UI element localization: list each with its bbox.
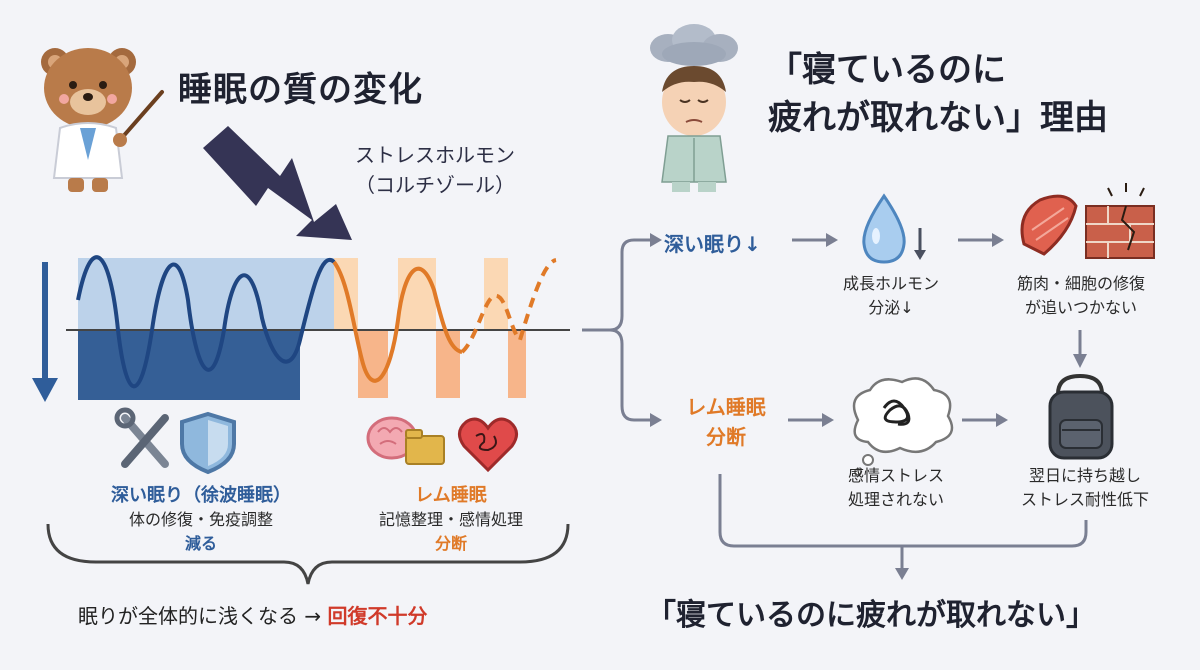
flow-rem-sleep: レム睡眠 分断 — [664, 392, 788, 452]
rem-sleep-title: レム睡眠 — [415, 485, 487, 506]
right-title: 「寝ているのに 疲れが取れない」理由 — [768, 46, 1108, 142]
sleep-wave-chart — [66, 255, 570, 400]
emotion-line-2: 処理されない — [847, 490, 944, 509]
deep-sleep-label: 深い眠り（徐波睡眠） 体の修復・免疫調整 減る — [66, 484, 336, 556]
broken-brick-icon — [1085, 183, 1155, 259]
wrench-icon — [114, 407, 169, 468]
summary-brace — [46, 523, 570, 585]
muscle-icon — [1020, 194, 1078, 256]
emotion-line-1: 感情ストレス — [847, 466, 944, 485]
summary-result: 回復不十分 — [327, 604, 428, 628]
flow-arrowheads — [650, 233, 1087, 580]
flow-deep-sleep: 深い眠り↓ — [664, 232, 761, 256]
next-day-line-1: 翌日に持ち越し — [1028, 466, 1141, 485]
stress-hormone-line-1: ストレスホルモン — [355, 143, 515, 167]
summary-line: 眠りが全体的に浅くなる → 回復不十分 — [78, 600, 427, 629]
growth-hormone-line-1: 成長ホルモン — [842, 274, 939, 293]
shield-icon — [180, 411, 236, 475]
deep-sleep-role: 体の修復・免疫調整 — [128, 510, 273, 529]
folder-icon — [405, 429, 445, 465]
deep-sleep-title: 深い眠り（徐波睡眠） — [111, 485, 291, 506]
stress-hormone-label: ストレスホルモン （コルチゾール） — [330, 140, 540, 200]
flow-rem-line-1: レム睡眠 — [686, 395, 766, 419]
right-title-line-1: 「寝ているのに — [768, 50, 1006, 90]
water-drop-icon — [862, 193, 926, 264]
rem-sleep-role: 記憶整理・感情処理 — [378, 510, 523, 529]
next-day-line-2: ストレス耐性低下 — [1020, 490, 1149, 509]
flow-repair: 筋肉・細胞の修復 が追いつかない — [996, 272, 1166, 320]
thought-bubble-icon — [852, 377, 954, 476]
flow-rem-line-2: 分断 — [706, 425, 746, 449]
flow-emotion-stress: 感情ストレス 処理されない — [828, 464, 964, 512]
big-down-arrow — [203, 126, 352, 240]
tired-person-illustration — [650, 24, 738, 192]
rem-sleep-label: レム睡眠 記憶整理・感情処理 分断 — [346, 484, 556, 556]
right-title-line-2: 疲れが取れない」理由 — [768, 98, 1108, 138]
repair-line-1: 筋肉・細胞の修復 — [1016, 274, 1145, 293]
flow-connectors — [582, 238, 1088, 568]
rem-sleep-status: 分断 — [434, 534, 467, 553]
summary-text: 眠りが全体的に浅くなる → — [78, 604, 322, 628]
left-title: 睡眠の質の変化 — [178, 70, 423, 110]
growth-hormone-line-2: 分泌↓ — [868, 298, 914, 317]
flow-next-day: 翌日に持ち越し ストレス耐性低下 — [1000, 464, 1170, 512]
heart-icon — [458, 417, 518, 473]
conclusion: 「寝ているのに疲れが取れない」 — [646, 598, 1096, 633]
depth-arrow — [32, 262, 58, 402]
stress-hormone-line-2: （コルチゾール） — [355, 173, 515, 197]
bear-professor-illustration — [41, 48, 164, 192]
flow-growth-hormone: 成長ホルモン 分泌↓ — [826, 272, 956, 320]
repair-line-2: が追いつかない — [1024, 298, 1137, 317]
deep-sleep-status: 減る — [184, 534, 217, 553]
backpack-icon — [1048, 373, 1114, 460]
